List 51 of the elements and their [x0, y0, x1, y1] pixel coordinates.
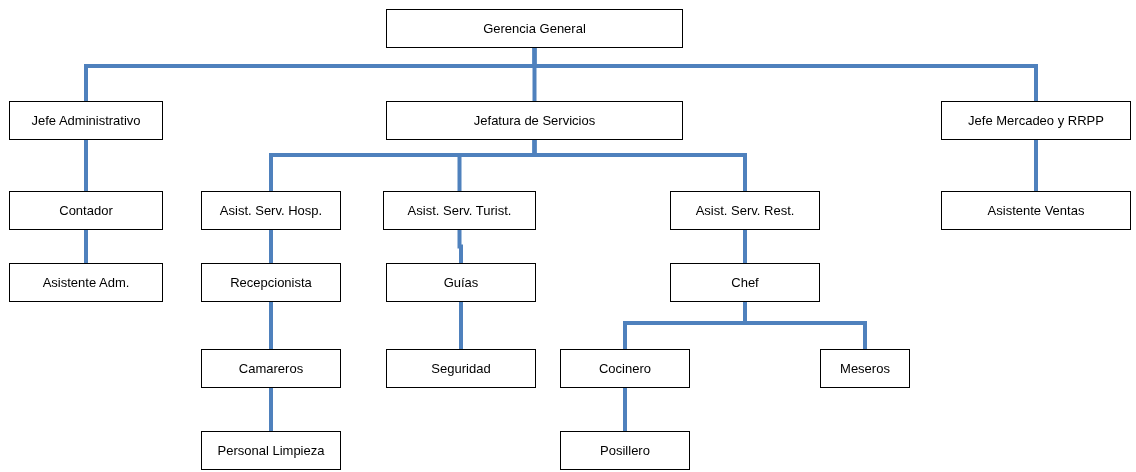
position-box	[386, 9, 683, 48]
position-title: Personal Limpieza	[217, 443, 325, 458]
position-title: Asist. Serv. Hosp.	[219, 203, 323, 218]
position-title: Asist. Serv. Rest.	[695, 203, 795, 218]
connector-line	[269, 230, 273, 263]
position-box	[386, 263, 536, 302]
connector-line	[532, 140, 747, 191]
position-title: Camareros	[238, 361, 304, 376]
position-title: Asistente Adm.	[42, 275, 130, 290]
position-box	[201, 263, 341, 302]
connector-line	[269, 302, 273, 349]
position-box	[560, 349, 690, 388]
position-title: Recepcionista	[230, 275, 312, 290]
position-box	[386, 101, 683, 140]
connector-line	[743, 230, 747, 263]
position-box	[820, 349, 910, 388]
position-box	[670, 263, 820, 302]
position-box	[670, 191, 820, 230]
position-title: Jefe Mercadeo y RRPP	[968, 113, 1104, 128]
position-title: Cocinero	[599, 361, 651, 376]
position-box	[560, 431, 690, 470]
position-title: Meseros	[840, 361, 890, 376]
connector-line	[532, 48, 1038, 101]
position-title: Posillero	[600, 443, 650, 458]
connector-line	[84, 140, 88, 191]
position-box	[941, 101, 1131, 140]
connector-line	[623, 388, 627, 431]
position-title: Gerencia General	[483, 21, 586, 36]
position-title: Jefe Administrativo	[31, 113, 141, 128]
position-box	[383, 191, 536, 230]
position-title: Contador	[59, 203, 113, 218]
position-box	[9, 101, 163, 140]
position-box	[9, 191, 163, 230]
position-title: Seguridad	[431, 361, 491, 376]
position-box	[386, 349, 536, 388]
connector-line	[1034, 140, 1038, 191]
position-box	[201, 191, 341, 230]
position-title: Jefatura de Servicios	[473, 113, 596, 128]
position-box	[201, 349, 341, 388]
position-title: Asist. Serv. Turist.	[407, 203, 512, 218]
connector-line	[269, 388, 273, 431]
position-title: Guías	[443, 275, 479, 290]
connector-line	[84, 230, 88, 263]
connector-line	[457, 230, 463, 263]
connector-line	[743, 302, 867, 349]
connector-line	[459, 302, 463, 349]
position-box	[941, 191, 1131, 230]
position-box	[9, 263, 163, 302]
position-title: Chef	[731, 275, 759, 290]
position-box	[201, 431, 341, 470]
position-title: Asistente Ventas	[987, 203, 1085, 218]
